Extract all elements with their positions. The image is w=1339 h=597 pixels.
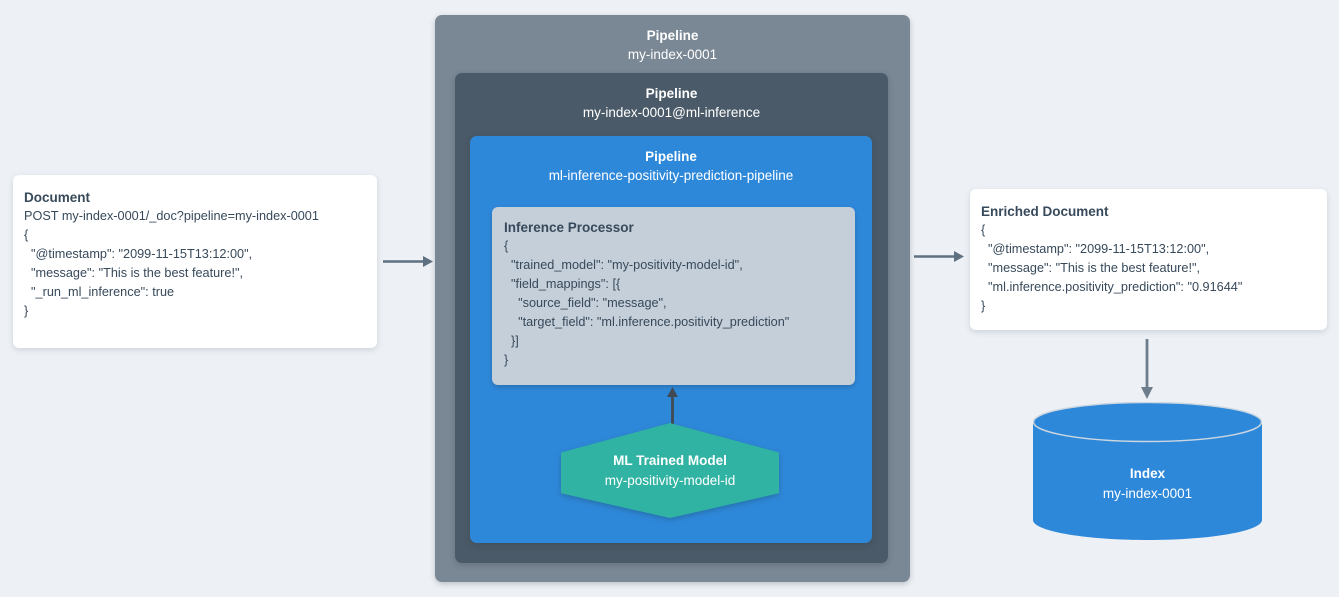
pipeline-ml-inference-label: Pipeline (645, 86, 698, 101)
pipeline-ml-inference-header: Pipeline my-index-0001@ml-inference (455, 73, 888, 122)
ml-trained-model-name: my-positivity-model-id (604, 472, 736, 488)
code-line: { (504, 239, 509, 253)
arrow-enriched-to-index-icon (1140, 339, 1154, 399)
code-line: "message": "This is the best feature!", (24, 266, 243, 280)
code-line: "@timestamp": "2099-11-15T13:12:00", (24, 247, 253, 261)
code-line: } (504, 353, 509, 367)
code-line: "_run_ml_inference": true (24, 285, 175, 299)
code-line: "target_field": "ml.inference.positivity… (504, 315, 790, 329)
ml-trained-model-shape: ML Trained Model my-positivity-model-id (561, 423, 779, 518)
code-line: "field_mappings": [{ (504, 277, 621, 291)
code-line: POST my-index-0001/_doc?pipeline=my-inde… (24, 209, 319, 223)
pipeline-outer-label: Pipeline (646, 28, 699, 43)
ml-trained-model-hexagon: ML Trained Model my-positivity-model-id (561, 423, 779, 518)
enriched-document-card: Enriched Document { "@timestamp": "2099-… (970, 189, 1327, 330)
code-line: { (981, 223, 986, 237)
pipeline-outer-header: Pipeline my-index-0001 (435, 15, 910, 64)
inference-processor-panel: Inference Processor { "trained_model": "… (492, 207, 855, 385)
pipeline-outer-name: my-index-0001 (627, 47, 718, 62)
ml-trained-model-label: ML Trained Model (613, 452, 727, 468)
pipeline-inference-label: Pipeline (645, 149, 697, 164)
code-line: "source_field": "message", (504, 296, 667, 310)
code-line: "trained_model": "my-positivity-model-id… (504, 258, 743, 272)
code-line: } (981, 299, 986, 313)
code-line: { (24, 228, 29, 242)
arrow-pipeline-to-enriched-icon (914, 250, 964, 263)
enriched-document-title: Enriched Document (981, 204, 1109, 219)
document-card: Document POST my-index-0001/_doc?pipelin… (13, 175, 377, 348)
index-name: my-index-0001 (1102, 486, 1193, 501)
document-card-title: Document (24, 190, 91, 205)
pipeline-inference-header: Pipeline ml-inference-positivity-predict… (470, 136, 872, 185)
arrow-document-to-pipeline-icon (383, 255, 433, 268)
code-line: "ml.inference.positivity_prediction": "0… (981, 280, 1243, 294)
arrow-model-to-processor-icon (666, 387, 679, 424)
pipeline-ml-inference-name: my-index-0001@ml-inference (582, 105, 761, 120)
pipeline-inference-name: ml-inference-positivity-prediction-pipel… (548, 168, 794, 183)
index-cylinder: Index my-index-0001 (1033, 402, 1262, 540)
index-cylinder-shape (1033, 402, 1262, 540)
code-line: "@timestamp": "2099-11-15T13:12:00", (981, 242, 1210, 256)
index-label: Index (1129, 466, 1166, 481)
code-line: "message": "This is the best feature!", (981, 261, 1200, 275)
inference-processor-title: Inference Processor (504, 220, 634, 235)
code-line: }] (504, 334, 519, 348)
index-text: Index my-index-0001 (1033, 464, 1262, 504)
code-line: } (24, 304, 29, 318)
